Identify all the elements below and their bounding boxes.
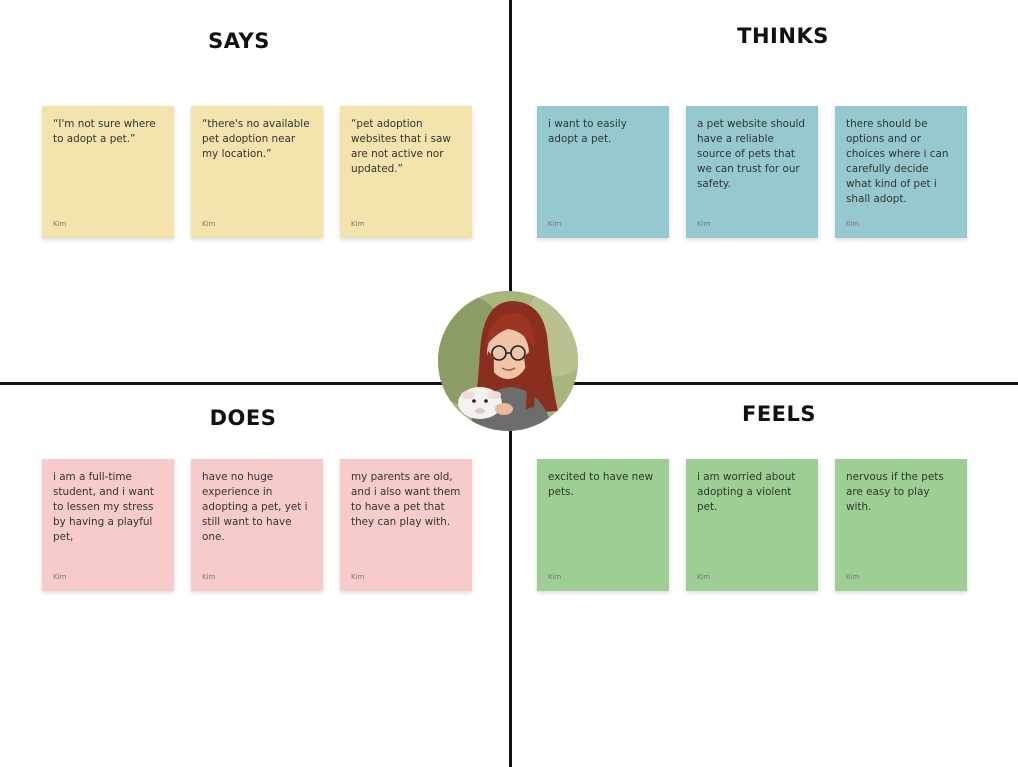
- persona-photo-icon: [438, 291, 578, 431]
- note-author: Kim: [202, 573, 216, 581]
- note-text: i am a full-time student, and i want to …: [53, 471, 154, 543]
- sticky-note[interactable]: have no huge experience in adopting a pe…: [191, 459, 323, 591]
- note-text: my parents are old, and i also want them…: [351, 471, 461, 528]
- note-text: a pet website should have a reliable sou…: [697, 118, 806, 190]
- sticky-note[interactable]: i want to easily adopt a pet. Kim: [537, 106, 669, 238]
- sticky-note[interactable]: “I'm not sure where to adopt a pet.” Kim: [42, 106, 174, 238]
- note-text: nervous if the pets are easy to play wit…: [846, 471, 944, 513]
- note-text: there should be options and or choices w…: [846, 118, 949, 205]
- note-author: Kim: [548, 220, 562, 228]
- thinks-title: THINKS: [737, 24, 829, 48]
- note-author: Kim: [351, 220, 365, 228]
- note-text: have no huge experience in adopting a pe…: [202, 471, 308, 543]
- note-author: Kim: [53, 573, 67, 581]
- note-author: Kim: [697, 220, 711, 228]
- sticky-note[interactable]: “pet adoption websites that i saw are no…: [340, 106, 472, 238]
- note-text: i want to easily adopt a pet.: [548, 118, 627, 145]
- sticky-note[interactable]: nervous if the pets are easy to play wit…: [835, 459, 967, 591]
- note-author: Kim: [548, 573, 562, 581]
- feels-title: FEELS: [741, 402, 817, 426]
- sticky-note[interactable]: my parents are old, and i also want them…: [340, 459, 472, 591]
- note-text: “I'm not sure where to adopt a pet.”: [53, 118, 156, 145]
- does-title: DOES: [209, 406, 277, 430]
- sticky-note[interactable]: i am worried about adopting a violent pe…: [686, 459, 818, 591]
- note-author: Kim: [846, 220, 860, 228]
- sticky-note[interactable]: a pet website should have a reliable sou…: [686, 106, 818, 238]
- note-text: “pet adoption websites that i saw are no…: [351, 118, 451, 175]
- sticky-note[interactable]: “there's no available pet adoption near …: [191, 106, 323, 238]
- note-author: Kim: [53, 220, 67, 228]
- note-author: Kim: [846, 573, 860, 581]
- sticky-note[interactable]: excited to have new pets. Kim: [537, 459, 669, 591]
- says-title: SAYS: [208, 29, 270, 53]
- note-author: Kim: [697, 573, 711, 581]
- note-text: “there's no available pet adoption near …: [202, 118, 310, 160]
- sticky-note[interactable]: i am a full-time student, and i want to …: [42, 459, 174, 591]
- sticky-note[interactable]: there should be options and or choices w…: [835, 106, 967, 238]
- note-text: excited to have new pets.: [548, 471, 654, 498]
- note-author: Kim: [351, 573, 365, 581]
- note-text: i am worried about adopting a violent pe…: [697, 471, 796, 513]
- note-author: Kim: [202, 220, 216, 228]
